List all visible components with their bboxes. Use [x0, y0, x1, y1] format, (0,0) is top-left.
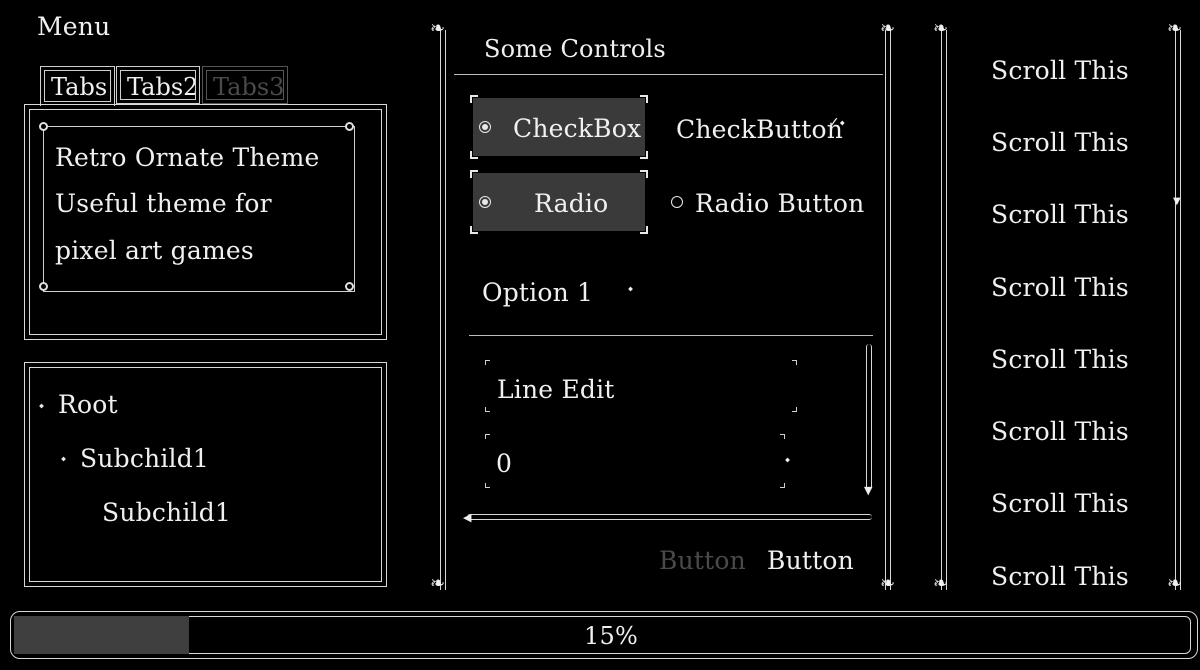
dropdown-arrows-icon[interactable]: ⬩	[628, 281, 634, 297]
option-divider	[469, 335, 873, 336]
text-line: pixel art games	[55, 236, 254, 265]
ornate-corner-icon: ❧	[1167, 18, 1183, 39]
tree-panel	[24, 362, 387, 587]
inner-vertical-scrollbar[interactable]	[866, 344, 872, 490]
text-panel: Retro Ornate Theme Useful theme for pixe…	[43, 126, 355, 292]
tab-label: Tabs3	[213, 73, 285, 101]
ornate-corner-icon: ❧	[880, 18, 896, 39]
list-item[interactable]: Scroll This	[991, 417, 1129, 446]
text-line: Retro Ornate Theme	[55, 143, 320, 172]
line-edit-field[interactable]: Line Edit	[485, 360, 797, 412]
button[interactable]: Button	[767, 546, 854, 575]
scroll-arrow-icon[interactable]: ◀	[463, 511, 472, 524]
tab-content-panel	[24, 104, 387, 340]
ornate-corner-icon	[345, 122, 354, 131]
ornate-corner-icon: ❧	[430, 573, 446, 594]
tab-tabs3[interactable]: Tabs3	[202, 66, 288, 104]
spinbox-field[interactable]: 0	[485, 434, 785, 488]
ornate-corner-icon: ❧	[933, 18, 949, 39]
panel-rail-left	[440, 30, 446, 590]
checkbutton-label[interactable]: CheckButton	[676, 115, 844, 144]
spinbox-value: 0	[496, 449, 513, 478]
title-divider	[454, 74, 883, 75]
tab-label: Tabs2	[127, 73, 199, 101]
ornate-corner-icon	[39, 282, 48, 291]
list-item[interactable]: Scroll This	[991, 200, 1129, 229]
tree-toggle-icon[interactable]: ⬩	[61, 451, 67, 467]
progress-fill	[14, 616, 189, 654]
line-edit-text: Line Edit	[497, 375, 615, 404]
ornate-corner-icon: ❧	[933, 573, 949, 594]
tree-item-subchild[interactable]: Subchild1	[102, 498, 232, 527]
radio-button-label[interactable]: Radio Button	[695, 189, 865, 218]
ornate-corner-icon: ❧	[430, 18, 446, 39]
menu-button[interactable]: Menu	[37, 12, 111, 41]
list-item[interactable]: Scroll This	[991, 128, 1129, 157]
radio-control[interactable]: Radio	[470, 170, 648, 234]
ornate-corner-icon	[39, 122, 48, 131]
tree-item-root[interactable]: Root	[58, 390, 118, 419]
check-indicator-icon	[479, 121, 491, 133]
list-item[interactable]: Scroll This	[991, 345, 1129, 374]
radio-label: Radio	[534, 189, 609, 218]
toggle-icon[interactable]: ✓⬩	[828, 115, 845, 131]
progress-label: 15%	[584, 622, 638, 650]
ornate-corner-icon	[345, 282, 354, 291]
checkbox-control[interactable]: CheckBox	[470, 95, 648, 159]
tab-label: Tabs	[51, 73, 108, 101]
scroll-thumb-icon[interactable]: ▼	[1173, 196, 1181, 207]
tab-tabs[interactable]: Tabs	[40, 66, 115, 106]
spin-arrows-icon[interactable]: ⬩	[785, 452, 791, 468]
list-scrollbar-track[interactable]	[1175, 30, 1181, 590]
list-rail-left	[941, 30, 947, 590]
list-item[interactable]: Scroll This	[991, 56, 1129, 85]
list-item[interactable]: Scroll This	[991, 273, 1129, 302]
controls-title: Some Controls	[484, 35, 666, 63]
tab-tabs2[interactable]: Tabs2	[116, 66, 200, 104]
ornate-corner-icon: ❧	[880, 573, 896, 594]
checkbox-label: CheckBox	[513, 114, 642, 143]
inner-horizontal-scrollbar[interactable]	[467, 514, 872, 520]
ornate-corner-icon: ❧	[1167, 573, 1183, 594]
tree-toggle-icon[interactable]: ⬩	[39, 398, 45, 414]
tree-item-subchild[interactable]: Subchild1	[80, 444, 210, 473]
disabled-button[interactable]: Button	[659, 546, 746, 575]
option-select[interactable]: Option 1	[482, 278, 594, 307]
radio-dot-icon[interactable]	[671, 196, 683, 208]
list-item[interactable]: Scroll This	[991, 489, 1129, 518]
text-line: Useful theme for	[55, 189, 272, 218]
radio-dot-icon	[479, 196, 491, 208]
panel-rail-right	[885, 30, 891, 590]
scroll-arrow-icon[interactable]: ▼	[864, 484, 873, 497]
list-item[interactable]: Scroll This	[991, 562, 1129, 591]
